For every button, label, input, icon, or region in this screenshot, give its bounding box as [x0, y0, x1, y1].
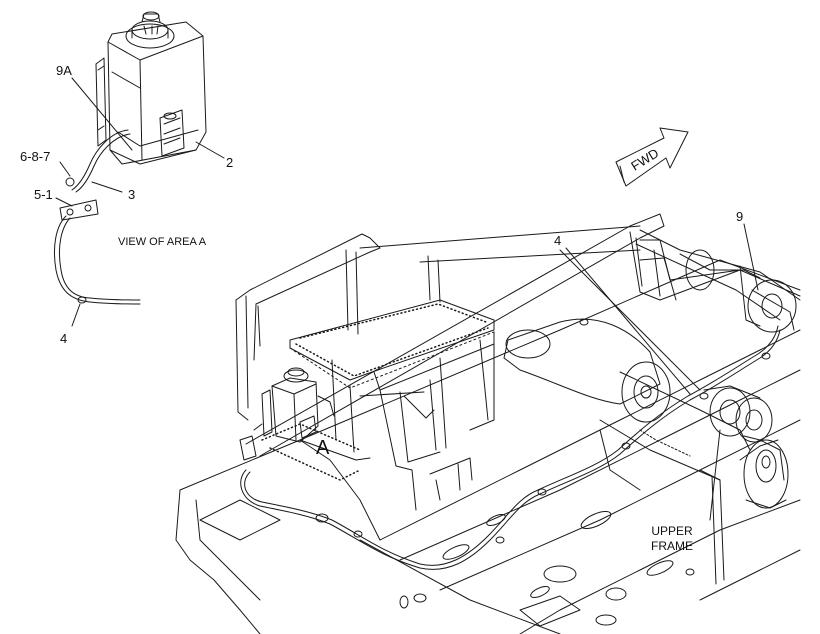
callout-9a: 9A — [56, 63, 72, 78]
upper-frame-label: UPPER FRAME — [640, 524, 704, 554]
detail-leaders — [55, 77, 225, 327]
boom-pivot — [503, 239, 801, 585]
view-label: VIEW OF AREA A — [118, 236, 207, 248]
callout-2: 2 — [226, 155, 234, 170]
callout-4-main: 4 — [554, 233, 562, 248]
fwd-arrow — [615, 127, 689, 187]
callout-3: 3 — [128, 187, 136, 202]
detail-hose — [53, 129, 141, 305]
callout-5-1: 5-1 — [34, 187, 53, 202]
callout-4-detail: 4 — [60, 331, 68, 346]
area-marker: A — [316, 437, 330, 459]
main-washer-tank — [239, 367, 335, 461]
detail-washer-tank — [95, 11, 207, 165]
upper-frame-label-line-2: FRAME — [651, 539, 693, 553]
main-leaders — [565, 223, 759, 395]
upper-frame-label-line-1: UPPER — [651, 524, 693, 538]
main-hose-routing — [240, 249, 781, 570]
callout-6-8-7: 6-8-7 — [20, 149, 51, 164]
upper-frame-assembly — [175, 213, 801, 634]
tank-compartment — [261, 249, 495, 511]
callout-9: 9 — [736, 209, 744, 224]
